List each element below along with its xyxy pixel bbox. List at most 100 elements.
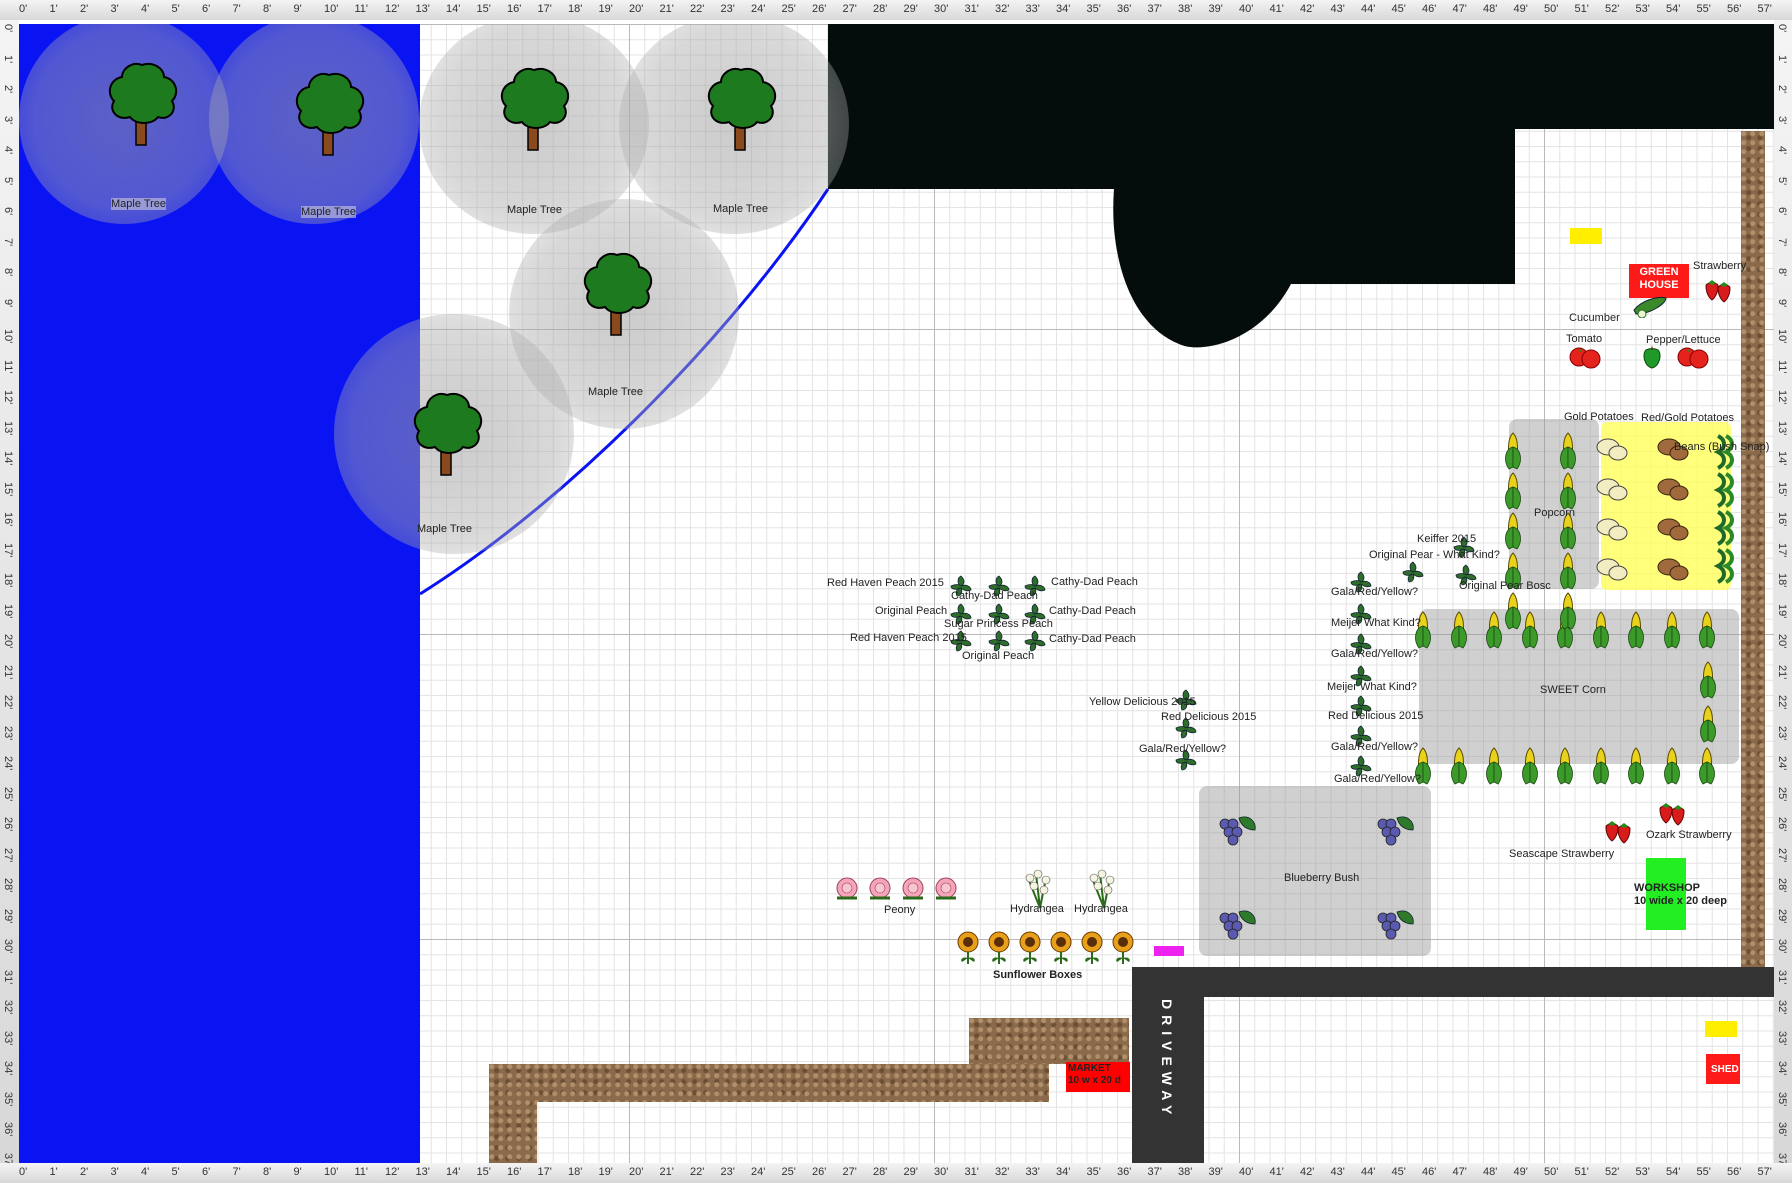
corn-icon[interactable] [1521, 610, 1538, 650]
ruler-tick: 17' [537, 1166, 552, 1178]
magenta-marker[interactable] [1154, 946, 1184, 956]
stone-path-bottom[interactable] [489, 1064, 1049, 1102]
ruler-tick: 0' [1776, 24, 1788, 33]
ruler-tick: 31' [2, 969, 14, 984]
yellow-marker[interactable] [1705, 1021, 1737, 1037]
corn-icon[interactable] [1505, 591, 1521, 631]
garden-canvas[interactable]: Maple Tree Maple Tree Maple Tree Maple T… [19, 24, 1774, 1163]
corn-icon[interactable] [1700, 660, 1716, 700]
sunflower-icon[interactable] [1049, 930, 1075, 966]
blueberry-icon[interactable] [1215, 904, 1259, 944]
corn-icon[interactable] [1699, 610, 1715, 650]
beans-icon[interactable] [1714, 510, 1736, 546]
corn-icon[interactable] [1557, 746, 1573, 786]
corn-icon[interactable] [1663, 746, 1680, 786]
corn-icon[interactable] [1521, 746, 1538, 786]
ruler-tick: 26' [1776, 817, 1788, 832]
ruler-tick: 24' [751, 1166, 766, 1178]
strawberry-icon[interactable] [1602, 819, 1632, 845]
corn-icon[interactable] [1628, 610, 1644, 650]
corn-icon[interactable] [1486, 746, 1502, 786]
greenhouse-building[interactable] [1629, 264, 1689, 298]
maple-tree-icon[interactable] [407, 389, 487, 479]
corn-icon[interactable] [1505, 431, 1521, 471]
ruler-tick: 2' [1776, 85, 1788, 94]
corn-icon[interactable] [1486, 610, 1502, 650]
maple-tree-icon[interactable] [701, 64, 781, 154]
tomato-icon[interactable] [1677, 344, 1709, 372]
ruler-tick: 2' [80, 1166, 89, 1178]
peony-icon[interactable] [901, 876, 927, 902]
peony-icon[interactable] [934, 876, 960, 902]
fruit-tree-icon[interactable] [1401, 560, 1425, 584]
maple-tree-icon[interactable] [289, 69, 369, 159]
ruler-tick: 38' [1178, 1166, 1193, 1178]
corn-icon[interactable] [1450, 746, 1467, 786]
potato-icon[interactable] [1596, 477, 1628, 503]
driveway[interactable] [1132, 967, 1204, 1163]
seascape-label: Seascape Strawberry [1509, 848, 1615, 860]
ruler-tick: 34' [2, 1061, 14, 1076]
ruler-tick: 28' [1776, 878, 1788, 893]
red-potato-icon[interactable] [1657, 477, 1689, 503]
corn-icon[interactable] [1560, 591, 1576, 631]
corn-icon[interactable] [1505, 471, 1521, 511]
blueberry-icon[interactable] [1373, 810, 1417, 850]
popcorn-bed[interactable] [1509, 419, 1599, 589]
sunflower-icon[interactable] [956, 930, 982, 966]
ruler-tick: 9' [293, 1166, 302, 1178]
beans-icon[interactable] [1714, 548, 1736, 584]
sunflower-icon[interactable] [1018, 930, 1044, 966]
corn-icon[interactable] [1628, 746, 1644, 786]
blueberry-icon[interactable] [1215, 810, 1259, 850]
market-building[interactable] [1066, 1062, 1130, 1092]
cucumber-icon[interactable] [1632, 292, 1668, 318]
peony-icon[interactable] [835, 876, 861, 902]
corn-icon[interactable] [1415, 610, 1431, 650]
sunflower-icon[interactable] [1111, 930, 1137, 966]
strawberry-icon[interactable] [1702, 278, 1732, 304]
corn-icon[interactable] [1663, 610, 1680, 650]
tree-shade [619, 24, 849, 234]
red-potato-icon[interactable] [1657, 557, 1689, 583]
workshop-building[interactable] [1646, 858, 1686, 930]
peony-icon[interactable] [868, 876, 894, 902]
driveway-strip[interactable] [1132, 967, 1774, 997]
corn-icon[interactable] [1450, 610, 1467, 650]
corn-icon[interactable] [1592, 746, 1609, 786]
potato-icon[interactable] [1596, 557, 1628, 583]
corn-icon[interactable] [1592, 610, 1609, 650]
yellow-marker[interactable] [1570, 228, 1602, 244]
ruler-tick: 57' [1757, 3, 1772, 15]
ruler-tick: 38' [1178, 3, 1193, 15]
sweet-corn-bed[interactable] [1419, 609, 1739, 764]
strawberry-icon[interactable] [1656, 801, 1686, 827]
sunflower-icon[interactable] [1080, 930, 1106, 966]
corn-icon[interactable] [1505, 511, 1521, 551]
red-potato-icon[interactable] [1657, 517, 1689, 543]
corn-icon[interactable] [1560, 471, 1576, 511]
blueberry-icon[interactable] [1373, 904, 1417, 944]
corn-icon[interactable] [1560, 551, 1576, 591]
maple-tree-icon[interactable] [577, 249, 657, 339]
tomato-icon[interactable] [1569, 344, 1601, 372]
stone-path-right[interactable] [1741, 131, 1765, 981]
beans-icon[interactable] [1714, 472, 1736, 508]
potato-icon[interactable] [1596, 517, 1628, 543]
maple-tree-icon[interactable] [494, 64, 574, 154]
ruler-tick: 17' [537, 3, 552, 15]
sunflower-icon[interactable] [987, 930, 1013, 966]
corn-icon[interactable] [1699, 746, 1715, 786]
corn-icon[interactable] [1700, 704, 1716, 744]
pepper-icon[interactable] [1640, 344, 1664, 370]
ruler-tick: 3' [110, 3, 119, 15]
maple-tree-icon[interactable] [102, 59, 182, 149]
potato-icon[interactable] [1596, 437, 1628, 463]
corn-icon[interactable] [1560, 431, 1576, 471]
shed-building[interactable] [1706, 1054, 1740, 1084]
stone-path-bottom[interactable] [969, 1018, 1129, 1064]
ruler-tick: 43' [1330, 1166, 1345, 1178]
ruler-tick: 7' [2, 237, 14, 246]
ruler-tick: 16' [2, 512, 14, 527]
left-ruler: 0'1'2'3'4'5'6'7'8'9'10'11'12'13'14'15'16… [0, 20, 19, 1163]
